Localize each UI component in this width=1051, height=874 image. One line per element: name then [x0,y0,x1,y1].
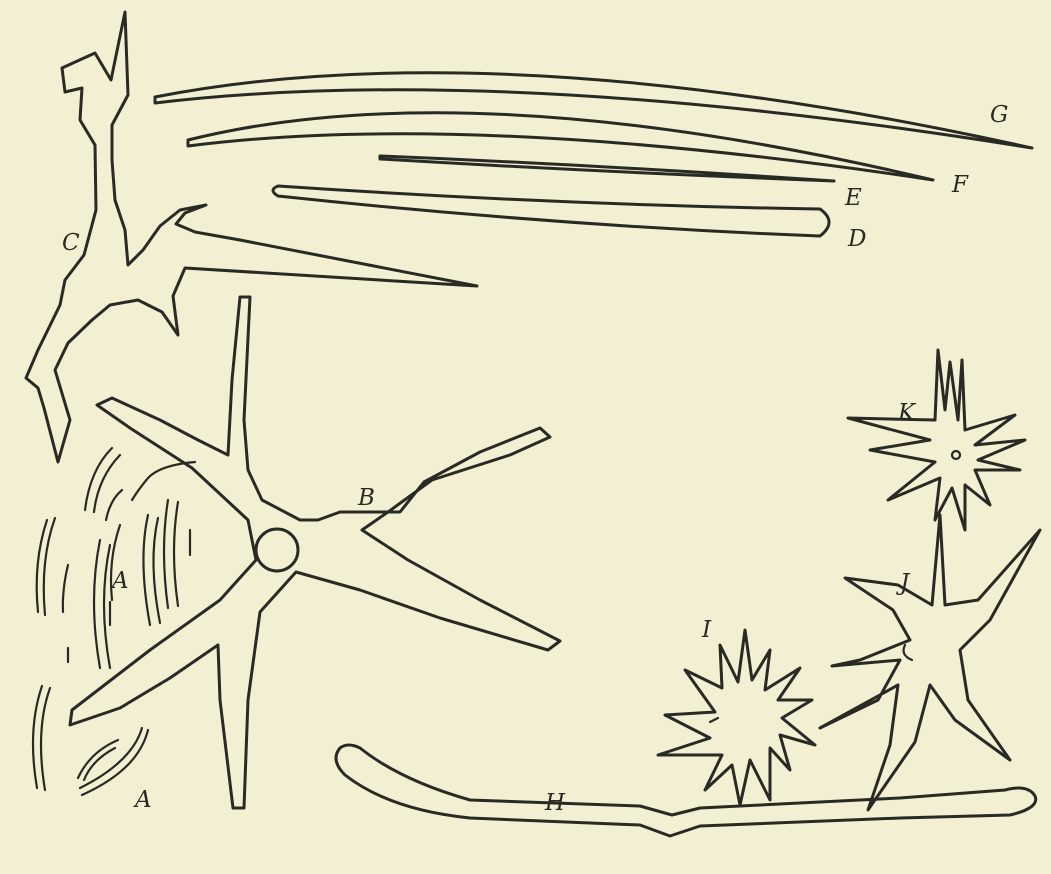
spicule-h [336,745,1036,836]
label-b: B [357,485,375,511]
spicule-i [658,630,815,805]
label-c: C [62,230,80,256]
spicule-c [26,12,477,462]
label-k: K [897,400,917,426]
label-g: G [990,102,1008,128]
spicule-group-a [33,448,195,795]
label-f: F [951,172,969,198]
label-h: H [544,790,566,816]
label-j: J [896,570,911,596]
spicule-e [380,156,834,181]
spicule-j [820,515,1040,810]
label-e: E [844,185,862,211]
label-a-upper: A [110,568,129,594]
spicule-k [848,350,1025,530]
label-i: I [701,617,712,643]
label-d: D [847,226,866,252]
spicule-d [273,186,829,236]
label-a-lower: A [133,787,152,813]
